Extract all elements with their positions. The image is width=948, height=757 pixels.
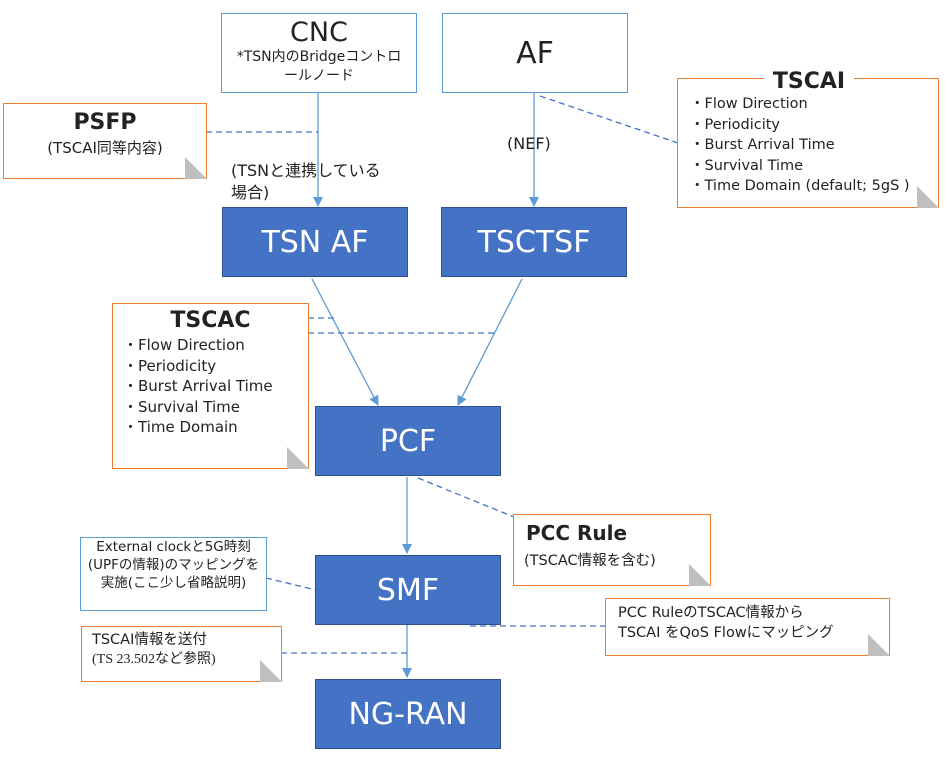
tscac-mapping-line2: TSCAI をQoS Flowにマッピング <box>618 625 834 641</box>
smf-title: SMF <box>376 572 440 608</box>
arrow-tsn-af-to-pcf <box>311 278 379 406</box>
tscac-mapping-note: PCC RuleのTSCAC情報から TSCAI をQoS Flowにマッピング <box>605 598 890 656</box>
pcf-node: PCF <box>315 406 501 476</box>
pcc-rule-title: PCC Rule <box>526 521 628 545</box>
tscai-title: TSCAI <box>764 69 854 94</box>
tscai-item: ・Burst Arrival Time <box>690 137 835 153</box>
tsctsf-node: TSCTSF <box>441 207 627 277</box>
tscac-item: ・Flow Direction <box>123 336 245 354</box>
pcc-rule-note: PCC Rule (TSCAC情報を含む) <box>513 514 711 586</box>
cnc-subtitle: *TSN内のBridgeコントロールノード <box>236 49 402 84</box>
arrow-tsctsf-to-pcf <box>457 278 523 406</box>
tscai-fold <box>917 186 939 208</box>
tscac-item: ・Burst Arrival Time <box>123 377 273 395</box>
tscac-mapping-fold <box>868 634 890 656</box>
psfp-note: PSFP (TSCAI同等内容) <box>3 103 207 179</box>
tscai-note: TSCAI ・Flow Direction ・Periodicity ・Burs… <box>677 69 939 208</box>
smf-node: SMF <box>315 555 501 625</box>
pcf-title: PCF <box>379 423 437 459</box>
dash-pcc-rule <box>417 477 515 518</box>
tscai-item: ・Time Domain (default; 5gS ) <box>690 178 910 194</box>
cnc-title: CNC <box>290 17 348 48</box>
tscac-list: ・Flow Direction ・Periodicity ・Burst Arri… <box>123 335 308 438</box>
tscac-title: TSCAC <box>170 308 251 333</box>
psfp-title: PSFP <box>73 110 137 135</box>
tscai-item: ・Survival Time <box>690 157 804 174</box>
tscac-item: ・Time Domain <box>123 418 238 436</box>
af-node: AF <box>442 13 628 93</box>
tscai-item: ・Flow Direction <box>690 96 808 112</box>
tscai-item: ・Periodicity <box>690 116 781 133</box>
dash-tscai <box>539 95 679 144</box>
tsn-cooperation-label: (TSNと連携している場合) <box>231 161 381 202</box>
external-clock-text: External clockと5G時刻(UPFの情報)のマッピングを実施(ここ少… <box>87 539 260 591</box>
tsctsf-title: TSCTSF <box>477 224 591 260</box>
psfp-fold <box>185 157 207 179</box>
tscai-send-line2: (TS 23.502など参照) <box>92 652 216 667</box>
tscac-item: ・Survival Time <box>123 397 240 416</box>
tscai-send-note: TSCAI情報を送付 (TS 23.502など参照) <box>81 626 282 682</box>
tsn-af-node: TSN AF <box>222 207 408 277</box>
nef-label: (NEF) <box>507 134 551 153</box>
dash-external-clock <box>265 577 317 591</box>
cnc-node: CNC *TSN内のBridgeコントロールノード <box>221 13 417 93</box>
tscai-send-fold <box>260 660 282 682</box>
tsn-af-title: TSN AF <box>261 224 369 260</box>
external-clock-note: External clockと5G時刻(UPFの情報)のマッピングを実施(ここ少… <box>80 537 267 611</box>
ng-ran-title: NG-RAN <box>348 696 468 732</box>
pcc-rule-body: (TSCAC情報を含む) <box>524 553 656 569</box>
tscac-fold <box>287 447 309 469</box>
tscac-item: ・Periodicity <box>123 356 217 375</box>
psfp-body: (TSCAI同等内容) <box>47 139 163 157</box>
tscac-note: TSCAC ・Flow Direction ・Periodicity ・Burs… <box>112 303 309 469</box>
tscac-mapping-line1: PCC RuleのTSCAC情報から <box>618 605 804 621</box>
tscai-send-line1: TSCAI情報を送付 <box>92 632 207 648</box>
pcc-rule-fold <box>689 564 711 586</box>
ng-ran-node: NG-RAN <box>315 679 501 749</box>
af-title: AF <box>516 35 554 71</box>
tscai-list: ・Flow Direction ・Periodicity ・Burst Arri… <box>690 94 938 197</box>
